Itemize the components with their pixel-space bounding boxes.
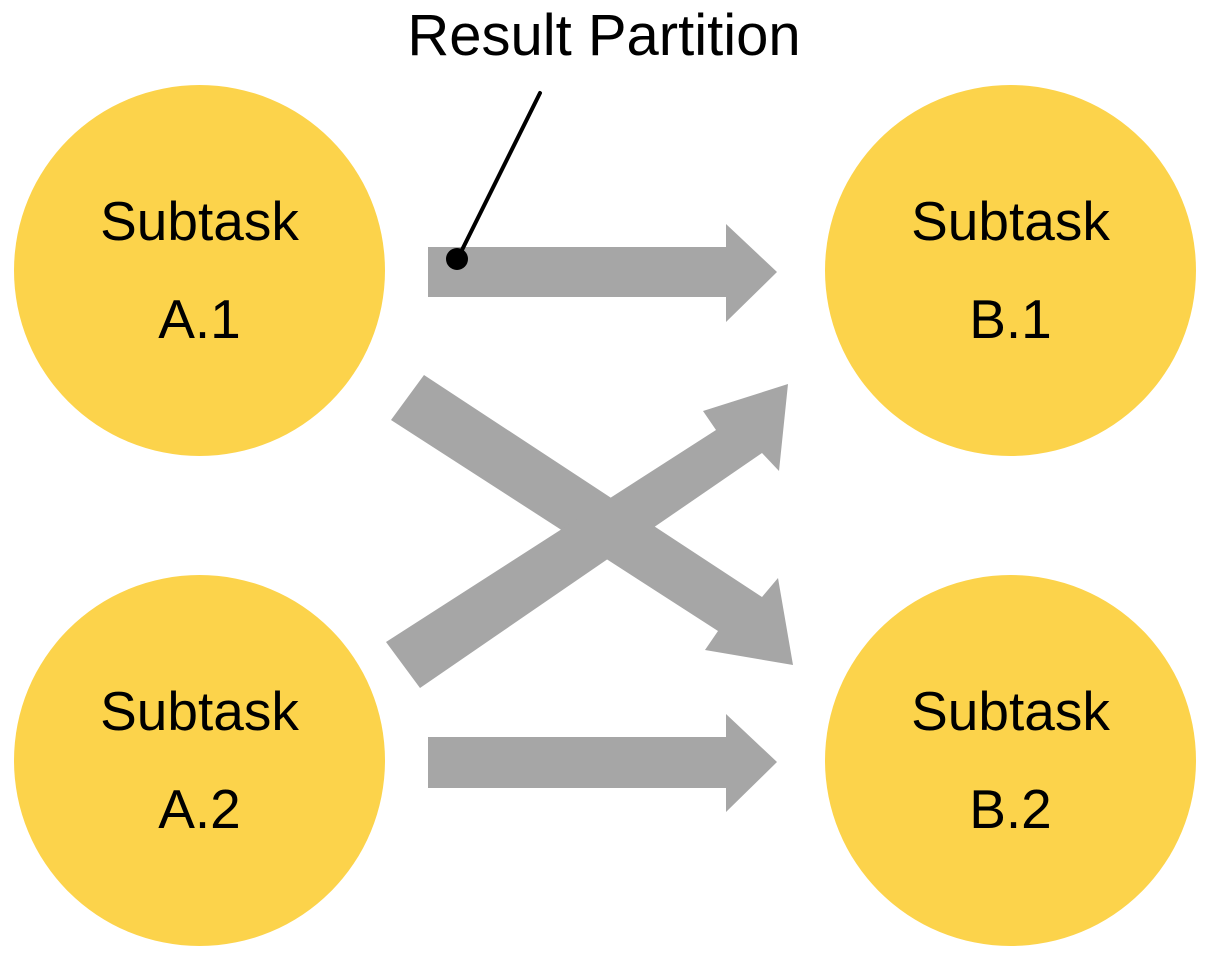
node-subtask-b1[interactable]: Subtask B.1: [825, 85, 1196, 456]
node-subtask-a1[interactable]: Subtask A.1: [14, 85, 385, 456]
annotation-label-result-partition: Result Partition: [407, 3, 801, 68]
node-subtask-b1-label-line2: B.1: [969, 287, 1052, 350]
annotation-leader-line: [457, 91, 542, 258]
node-subtask-a1-label-line1: Subtask: [100, 190, 299, 252]
node-subtask-a2-label-line1: Subtask: [100, 680, 299, 742]
node-subtask-a1-label-line2: A.1: [158, 287, 241, 350]
arrow-a2-to-b2: [428, 714, 777, 812]
arrow-a1-to-b1: [428, 224, 777, 322]
node-subtask-b2-label-line1: Subtask: [911, 680, 1110, 742]
node-subtask-a2-label-line2: A.2: [158, 777, 241, 840]
node-subtask-b2[interactable]: Subtask B.2: [825, 575, 1196, 946]
node-subtask-a2[interactable]: Subtask A.2: [14, 575, 385, 946]
node-subtask-b1-label-line1: Subtask: [911, 190, 1110, 252]
node-subtask-b2-label-line2: B.2: [969, 777, 1052, 840]
annotation-pointer-dot: [446, 248, 468, 270]
arrow-a2-to-b1: [386, 384, 788, 688]
